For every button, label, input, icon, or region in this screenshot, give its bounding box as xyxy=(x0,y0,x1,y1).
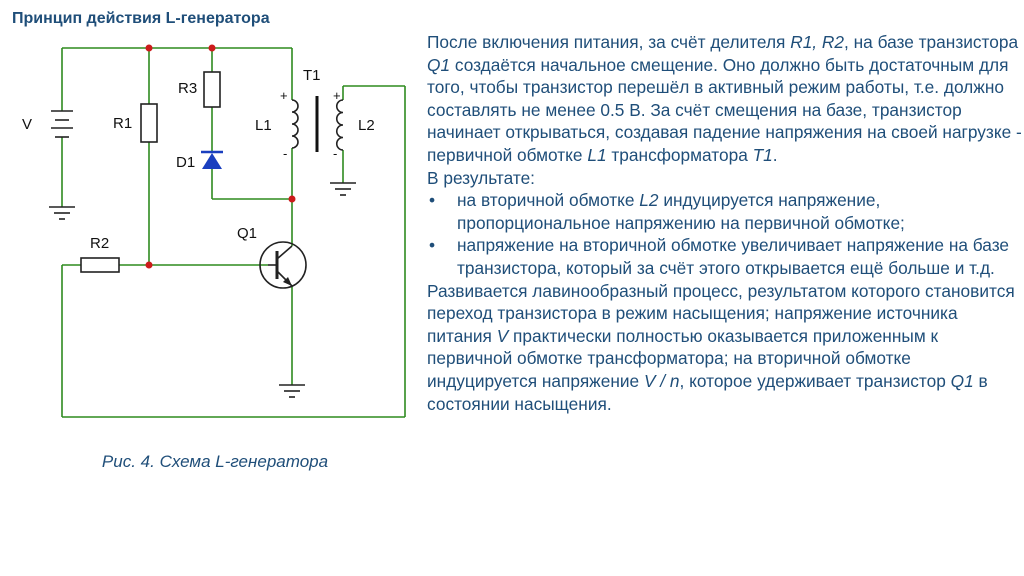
polarity-plus-l2: + xyxy=(333,88,341,103)
paragraph: В результате: xyxy=(427,167,535,188)
italic-term: L2 xyxy=(639,190,659,211)
polarity-minus-l1: - xyxy=(283,146,287,161)
bullet-list: на вторичной обмотке L2 индуцируется нап… xyxy=(427,189,1022,279)
list-item: напряжение на вторичной обмотке увеличив… xyxy=(427,234,1022,279)
diode-d1 xyxy=(201,150,223,169)
junction-nodes xyxy=(145,44,296,269)
battery-symbol xyxy=(51,110,73,138)
list-item: на вторичной обмотке L2 индуцируется нап… xyxy=(427,189,1022,234)
resistor-r1 xyxy=(140,103,158,143)
label-q1: Q1 xyxy=(237,225,257,242)
label-r1: R1 xyxy=(113,115,132,132)
italic-term: T1 xyxy=(752,144,773,165)
coil-l2 xyxy=(335,99,344,151)
italic-term: L1 xyxy=(587,144,607,165)
label-v: V xyxy=(22,116,32,133)
ground-symbol xyxy=(49,206,75,220)
label-d1: D1 xyxy=(176,154,195,171)
page-title: Принцип действия L-генератора xyxy=(12,10,270,27)
figure-caption: Рис. 4. Схема L-генератора xyxy=(101,452,329,471)
resistor-r2 xyxy=(80,257,120,273)
ground-symbol xyxy=(330,182,356,196)
label-r3: R3 xyxy=(178,80,197,97)
polarity-minus-l2: - xyxy=(333,146,337,161)
wires xyxy=(61,47,406,418)
paragraph: После включения питания, за счёт делител… xyxy=(427,32,1022,165)
paragraph: Развивается лавинообразный процесс, резу… xyxy=(427,280,1015,414)
l-generator-schematic: V R1 R3 D1 T1 L1 L2 R2 Q1 + - + - xyxy=(22,44,406,418)
ground-symbol xyxy=(279,384,305,398)
label-r2: R2 xyxy=(90,235,109,252)
italic-term: Q1 xyxy=(427,54,451,75)
resistor-r3 xyxy=(203,71,221,108)
italic-term: V / n xyxy=(643,370,680,391)
label-l2: L2 xyxy=(358,117,375,134)
polarity-plus-l1: + xyxy=(280,88,288,103)
coil-l1 xyxy=(291,99,299,149)
italic-term: Q1 xyxy=(950,370,974,391)
transistor-q1 xyxy=(259,241,307,289)
label-l1: L1 xyxy=(255,117,272,134)
italic-term: R1, R2 xyxy=(790,32,845,52)
description-text: После включения питания, за счёт делител… xyxy=(427,31,1022,415)
italic-term: V xyxy=(496,325,509,346)
label-t1: T1 xyxy=(303,67,321,84)
